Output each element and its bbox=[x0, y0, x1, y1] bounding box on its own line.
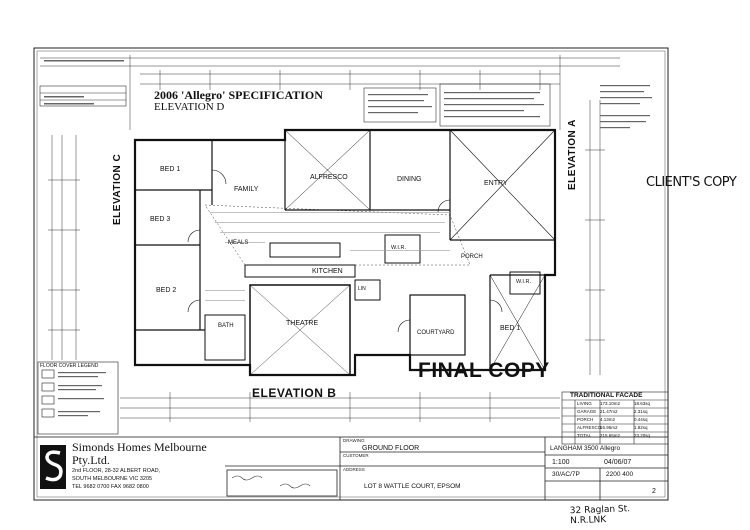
customer-label: CUSTOMER bbox=[343, 453, 369, 458]
company-logo bbox=[40, 445, 66, 489]
site-address: LOT 8 WATTLE COURT, EPSOM bbox=[364, 483, 461, 490]
room-bed-2: BED 2 bbox=[156, 287, 177, 294]
drawing-title: GROUND FLOOR bbox=[362, 445, 420, 452]
facade-row: TOTAL 215.65m2 23.20sq bbox=[577, 433, 651, 438]
room-wir-middle: W.I.R. bbox=[391, 245, 406, 251]
room-dining: DINING bbox=[397, 176, 422, 183]
final-copy-stamp: FINAL COPY bbox=[418, 359, 550, 382]
facade-row: GARAGE 21.47m2 2.31sq bbox=[577, 409, 648, 414]
company-address-line-1: 2nd FLOOR, 28-32 ALBERT ROAD, bbox=[72, 468, 161, 474]
facade-row: ALFRESCO 16.95m2 1.82sq bbox=[577, 425, 648, 430]
drawing-label: DRAWING bbox=[343, 438, 365, 443]
facade-table-title: TRADITIONAL FACADE bbox=[570, 392, 643, 399]
room-alfresco: ALFRESCO bbox=[310, 174, 348, 181]
room-family: FAMILY bbox=[234, 186, 259, 193]
drawing-date: 04/06/07 bbox=[604, 459, 632, 466]
facade-row: PORCH 4.13m2 0.44sq bbox=[577, 417, 648, 422]
handwritten-address-note: 32 Raglan St. N.R.LNK bbox=[569, 504, 631, 527]
room-kitchen: KITCHEN bbox=[312, 268, 343, 275]
room-theatre: THEATRE bbox=[286, 320, 319, 327]
company-address-line-2: SOUTH MELBOURNE VIC 3205 bbox=[72, 476, 153, 482]
elevation-b-label: ELEVATION B bbox=[252, 386, 337, 400]
room-bath: BATH bbox=[218, 323, 234, 329]
facade-row: LIVING 173.10m2 18.63sq bbox=[577, 401, 651, 406]
clients-copy-stamp: CLIENT'S COPY bbox=[646, 175, 737, 190]
room-meals: MEALS bbox=[228, 240, 249, 246]
sheet-number: 2200 400 bbox=[606, 471, 634, 478]
room-bed-1-right: BED 1 bbox=[500, 325, 521, 332]
company-phone: TEL 9682 0700 FAX 9682 0800 bbox=[72, 484, 149, 490]
room-porch: PORCH bbox=[461, 254, 483, 260]
room-entry: ENTRY bbox=[484, 180, 508, 187]
room-courtyard: COURTYARD bbox=[417, 330, 455, 336]
company-name: Simonds Homes Melbourne Pty.Ltd. bbox=[72, 440, 207, 467]
plan-title: 2006 'Allegro' SPECIFICATION bbox=[154, 88, 323, 102]
elevation-a-label: ELEVATION A bbox=[567, 119, 578, 190]
address-label: ADDRESS bbox=[343, 467, 365, 472]
house-type: LANGHAM 3500 Allegro bbox=[550, 445, 621, 452]
floor-cover-legend-title: FLOOR COVER LEGEND bbox=[40, 363, 99, 369]
room-wir-right: W.I.R. bbox=[516, 279, 531, 285]
plan-subtitle: ELEVATION D bbox=[154, 101, 225, 113]
elevation-c-label: ELEVATION C bbox=[112, 153, 123, 225]
job-number: 30/AC/7P bbox=[552, 471, 580, 478]
facade-table: LIVING 173.10m2 18.63sq GARAGE 21.47m2 2… bbox=[577, 401, 668, 441]
room-bed-3: BED 3 bbox=[150, 216, 171, 223]
room-linen: LIN bbox=[358, 286, 366, 292]
drawing-scale: 1:100 bbox=[552, 459, 570, 466]
room-bed-1-top: BED 1 bbox=[160, 166, 181, 173]
sheet-page: 2 bbox=[652, 488, 656, 495]
